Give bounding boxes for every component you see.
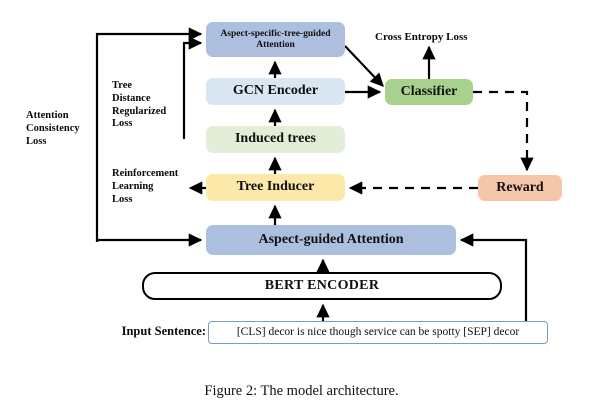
node-label: Classifier <box>400 83 458 99</box>
label-cross-entropy-loss: Cross Entropy Loss <box>375 31 468 43</box>
label-reinforcement-learning-loss: Reinforcement Learning Loss <box>112 168 179 205</box>
node-label: Aspect-guided Attention <box>258 231 404 247</box>
node-aspect-specific-tree-guided-attention[interactable]: Aspect-specific-tree-guided Attention <box>206 22 345 57</box>
node-bert-encoder[interactable]: BERT ENCODER <box>142 272 502 300</box>
label-tree-distance-regularized-loss: Tree Distance Regularized Loss <box>112 80 167 130</box>
node-label: Aspect-specific-tree-guided Attention <box>220 28 331 50</box>
wire-input-to-aspectguided <box>459 233 528 321</box>
node-reward[interactable]: Reward <box>478 175 562 201</box>
node-classifier[interactable]: Classifier <box>385 79 473 105</box>
wire-classifier-to-reward-dashed <box>473 90 534 172</box>
node-induced-trees[interactable]: Induced trees <box>206 126 345 153</box>
node-label: Induced trees <box>234 131 317 147</box>
wire-tree-distance <box>182 36 203 139</box>
label-attention-consistency-loss: Attention Consistency Loss <box>26 110 80 147</box>
node-label: Tree Inducer <box>236 179 315 195</box>
node-label: GCN Encoder <box>232 83 319 99</box>
label-input-sentence: Input Sentence: <box>121 324 206 338</box>
input-sentence-value: [CLS] decor is nice though service can b… <box>236 325 520 338</box>
node-label: BERT ENCODER <box>264 277 380 293</box>
node-label: Reward <box>496 179 544 195</box>
node-tree-inducer[interactable]: Tree Inducer <box>206 174 345 201</box>
input-sentence-box[interactable]: [CLS] decor is nice though service can b… <box>208 321 548 344</box>
figure-caption: Figure 2: The model architecture. <box>204 383 399 399</box>
node-gcn-encoder[interactable]: GCN Encoder <box>206 78 345 105</box>
wire-attention-consistency <box>95 27 203 242</box>
node-aspect-guided-attention[interactable]: Aspect-guided Attention <box>206 225 456 255</box>
wire-attention-to-classifier <box>344 45 384 87</box>
